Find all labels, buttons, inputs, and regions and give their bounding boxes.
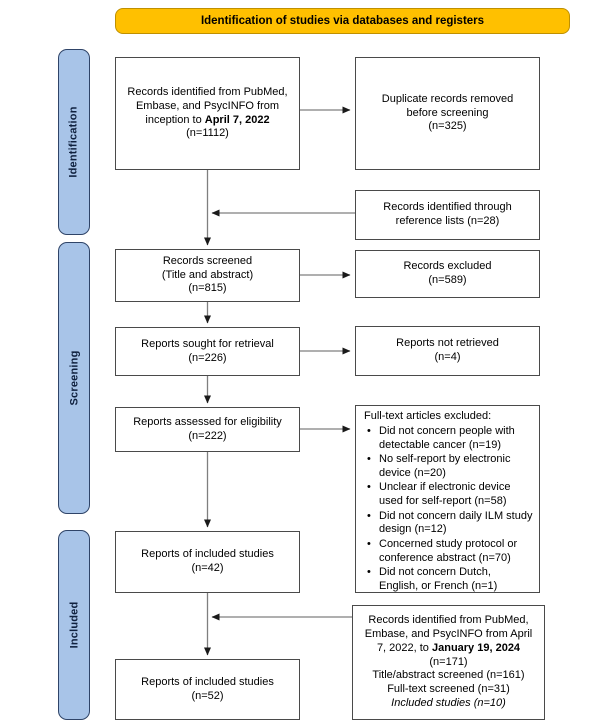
fulltext-excluded-item: Concerned study protocol or conference a… <box>364 538 533 566</box>
stage-bar-screening: Screening <box>58 242 90 514</box>
box-records-identified: Records identified from PubMed, Embase, … <box>115 57 300 170</box>
fulltext-excluded-list: Did not concern people with detectable c… <box>364 425 533 594</box>
fulltext-excluded-item: Unclear if electronic device used for se… <box>364 481 533 509</box>
update-search-fulltext: Full-text screened (n=31) <box>387 683 510 696</box>
included-final-line1: Reports of included studies <box>141 675 274 688</box>
box-duplicates-removed-text: Duplicate records removed before screeni… <box>356 91 539 137</box>
reference-lists-line2: reference lists (n=28) <box>395 215 500 227</box>
update-search-text: Records identified from PubMed, Embase, … <box>364 613 533 654</box>
update-search-included: Included studies (n=10) <box>391 697 506 710</box>
box-records-screened-text: Records screened (Title and abstract) (n… <box>116 253 299 299</box>
update-search-date: January 19, 2024 <box>431 641 521 654</box>
box-included-reports-initial-text: Reports of included studies (n=42) <box>116 546 299 578</box>
reports-assessed-line1: Reports assessed for eligibility <box>133 415 282 428</box>
included-initial-count: (n=42) <box>191 562 224 574</box>
records-identified-count: (n=1112) <box>186 127 229 140</box>
fulltext-excluded-item: Did not concern daily ILM study design (… <box>364 510 533 538</box>
reports-sought-line1: Reports sought for retrieval <box>141 337 274 350</box>
included-initial-line1: Reports of included studies <box>141 548 274 561</box>
records-identified-date: April 7, 2022 <box>204 113 270 126</box>
update-search-title-abstract: Title/abstract screened (n=161) <box>372 669 525 682</box>
reports-sought-count: (n=226) <box>188 351 227 364</box>
update-search-count: (n=171) <box>429 655 468 668</box>
duplicates-line2: before screening <box>406 106 489 119</box>
box-records-screened: Records screened (Title and abstract) (n… <box>115 249 300 302</box>
box-reports-assessed-text: Reports assessed for eligibility (n=222) <box>116 414 299 446</box>
box-included-reports-final: Reports of included studies (n=52) <box>115 659 300 720</box>
box-records-excluded-text: Records excluded (n=589) <box>356 258 539 290</box>
records-screened-line1: Records screened <box>162 254 253 267</box>
box-update-search-text: Records identified from PubMed, Embase, … <box>353 612 544 713</box>
box-reference-lists-text: Records identified through reference lis… <box>356 199 539 231</box>
stage-bar-identification: Identification <box>58 49 90 235</box>
stage-label-identification: Identification <box>68 106 80 178</box>
records-excluded-count: (n=589) <box>428 274 467 286</box>
box-records-identified-text: Records identified from PubMed, Embase, … <box>116 84 299 143</box>
records-screened-line2: (Title and abstract) <box>161 268 254 281</box>
box-reports-not-retrieved-text: Reports not retrieved (n=4) <box>356 335 539 367</box>
duplicates-line1: Duplicate records removed <box>381 92 514 105</box>
banner-label: Identification of studies via databases … <box>200 15 485 27</box>
banner-identification-databases: Identification of studies via databases … <box>115 8 570 34</box>
stage-label-screening: Screening <box>68 350 80 406</box>
box-update-search: Records identified from PubMed, Embase, … <box>352 605 545 720</box>
duplicates-count: (n=325) <box>428 120 467 133</box>
fulltext-excluded-item: No self-report by electronic device (n=2… <box>364 453 533 481</box>
records-identified-text: Records identified from PubMed, Embase, … <box>127 85 288 126</box>
records-excluded-line1: Records excluded <box>403 260 492 273</box>
box-included-reports-final-text: Reports of included studies (n=52) <box>116 674 299 706</box>
reports-not-retrieved-count: (n=4) <box>434 351 461 363</box>
box-reference-lists: Records identified through reference lis… <box>355 190 540 240</box>
box-reports-assessed: Reports assessed for eligibility (n=222) <box>115 407 300 452</box>
stage-bar-included: Included <box>58 530 90 720</box>
included-final-count: (n=52) <box>191 689 224 702</box>
box-records-excluded: Records excluded (n=589) <box>355 250 540 298</box>
reports-not-retrieved-line1: Reports not retrieved <box>396 337 499 350</box>
fulltext-excluded-item: Did not concern Dutch, English, or Frenc… <box>364 566 533 594</box>
fulltext-excluded-item: Did not concern people with detectable c… <box>364 425 533 453</box>
box-fulltext-excluded: Full-text articles excluded: Did not con… <box>355 405 540 593</box>
fulltext-excluded-title: Full-text articles excluded: <box>364 410 492 422</box>
box-reports-not-retrieved: Reports not retrieved (n=4) <box>355 326 540 376</box>
box-duplicates-removed: Duplicate records removed before screeni… <box>355 57 540 170</box>
box-reports-sought: Reports sought for retrieval (n=226) <box>115 327 300 376</box>
box-included-reports-initial: Reports of included studies (n=42) <box>115 531 300 593</box>
box-reports-sought-text: Reports sought for retrieval (n=226) <box>116 336 299 368</box>
records-screened-count: (n=815) <box>188 282 227 295</box>
stage-label-included: Included <box>68 601 81 649</box>
reports-assessed-count: (n=222) <box>188 429 227 442</box>
reference-lists-line1: Records identified through <box>383 201 512 214</box>
box-fulltext-excluded-text: Full-text articles excluded: Did not con… <box>356 406 539 596</box>
